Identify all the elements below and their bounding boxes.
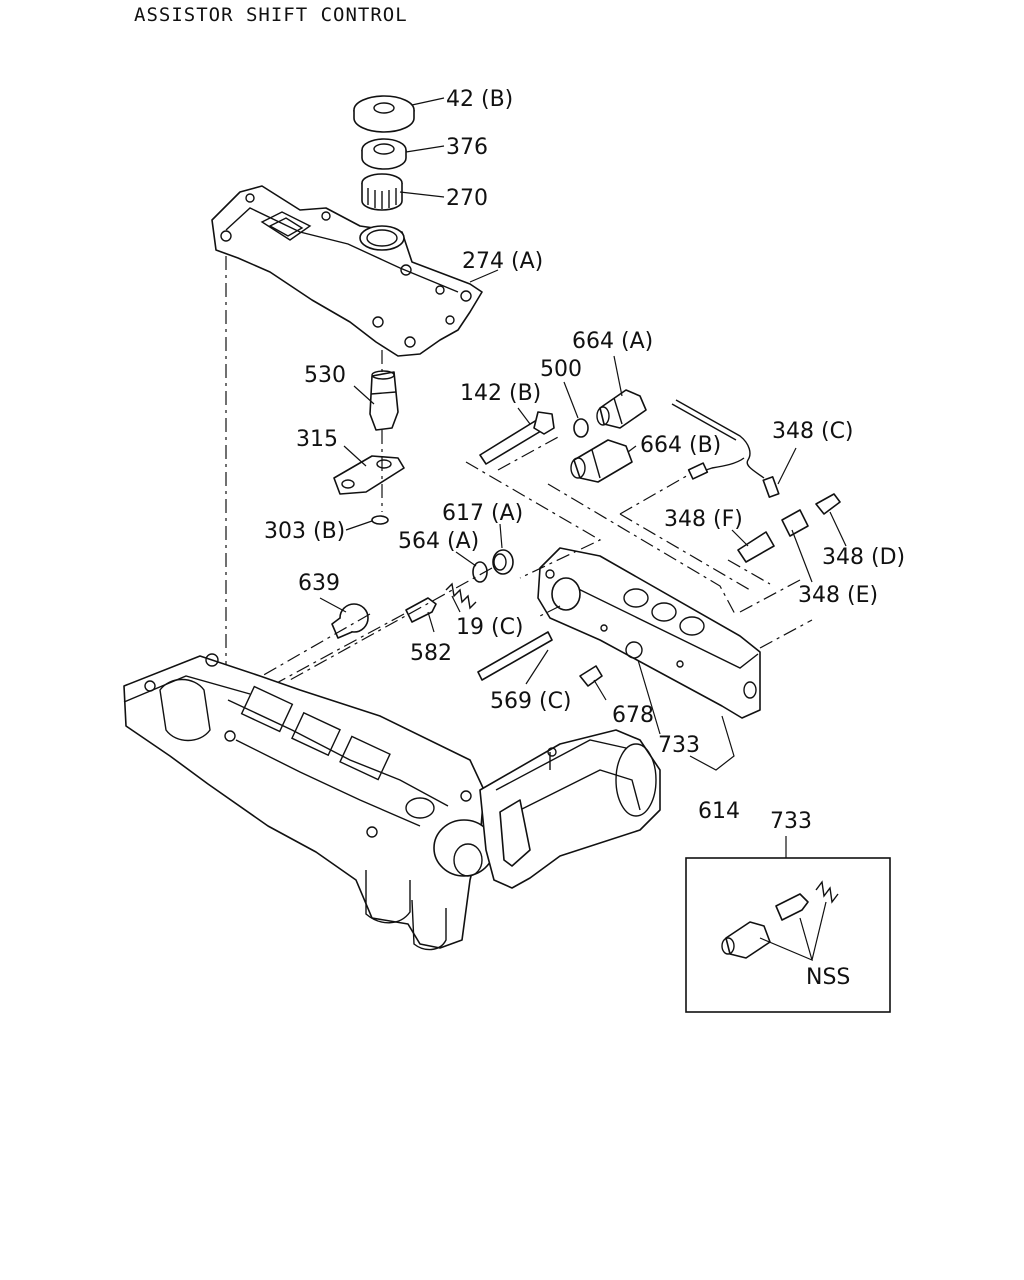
label-348d: 348 (D)	[822, 545, 905, 570]
label-19c: 19 (C)	[456, 615, 524, 640]
part-569c-rod	[477, 631, 553, 681]
part-678-plug	[579, 665, 603, 687]
label-617a: 617 (A)	[442, 501, 523, 526]
part-348-harness	[671, 399, 780, 498]
label-348f: 348 (F)	[664, 507, 743, 532]
label-274a: 274 (A)	[462, 249, 543, 274]
label-270: 270	[446, 186, 488, 211]
part-614-valve-block	[537, 547, 761, 719]
part-348f-connector	[737, 531, 775, 563]
label-530: 530	[304, 363, 346, 388]
part-500-oring	[573, 418, 589, 438]
label-303b: 303 (B)	[264, 519, 345, 544]
part-270-bearing	[361, 173, 403, 211]
part-42b-washer	[353, 95, 415, 133]
inset-pin-part	[775, 893, 809, 921]
page-title: ASSISTOR SHIFT CONTROL	[134, 4, 408, 26]
label-348e: 348 (E)	[798, 583, 878, 608]
part-664b-sensor	[570, 439, 633, 483]
inset-label-733: 733	[770, 809, 812, 834]
label-569c: 569 (C)	[490, 689, 572, 714]
part-274a-cover	[211, 185, 483, 357]
inset-label-nss: NSS	[806, 965, 850, 990]
label-582: 582	[410, 641, 452, 666]
part-530-shaft	[369, 370, 399, 431]
part-376-seal	[361, 138, 407, 170]
label-376: 376	[446, 135, 488, 160]
part-142b-bolt	[479, 411, 555, 465]
label-664b: 664 (B)	[640, 433, 721, 458]
label-639: 639	[298, 571, 340, 596]
part-564a-ring	[472, 561, 488, 583]
part-639-plug	[331, 603, 369, 639]
label-315: 315	[296, 427, 338, 452]
label-614: 614	[698, 799, 740, 824]
part-664a-sensor	[596, 389, 647, 429]
part-348d-fitting	[815, 493, 841, 515]
part-582-pin	[405, 597, 437, 623]
part-315-plate	[333, 455, 405, 495]
inset-switch-part	[721, 921, 771, 959]
label-664a: 664 (A)	[572, 329, 653, 354]
part-617a-plug	[492, 549, 514, 575]
part-motor-unit	[479, 729, 661, 889]
label-142b: 142 (B)	[460, 381, 541, 406]
part-19c-spring	[445, 582, 477, 610]
inset-spring-part	[815, 880, 839, 904]
part-348e-fitting	[781, 509, 809, 537]
label-564a: 564 (A)	[398, 529, 479, 554]
part-main-housing	[123, 653, 495, 951]
label-678: 678	[612, 703, 654, 728]
label-42b: 42 (B)	[446, 87, 513, 112]
label-500: 500	[540, 357, 582, 382]
inset-box	[685, 857, 891, 1013]
part-303b-oring	[371, 515, 389, 525]
label-733: 733	[658, 733, 700, 758]
label-348c: 348 (C)	[772, 419, 854, 444]
